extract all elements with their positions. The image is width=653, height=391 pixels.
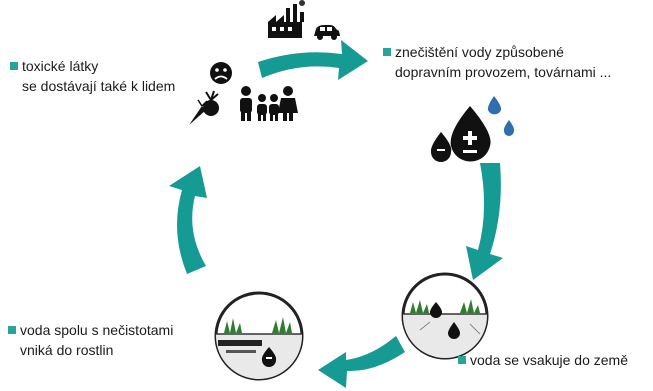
oil-drop-icon <box>450 106 491 162</box>
family-icon <box>240 86 298 121</box>
step-text: toxické látky <box>22 58 99 74</box>
oil-drop-icon <box>430 132 452 162</box>
bullet-icon <box>8 326 16 334</box>
step-text: voda spolu s nečistotami <box>20 322 174 338</box>
vegetables-icon <box>189 90 219 125</box>
step-label-pollution: znečištění vody způsobené dopravním prov… <box>383 42 611 82</box>
bullet-icon <box>458 356 466 364</box>
step-text: se dostávají také k lidem <box>22 78 176 94</box>
step-text: dopravním provozem, továrnami ... <box>395 64 612 80</box>
factory-icon <box>268 0 305 38</box>
step-label-soak: voda se vsakuje do země <box>458 350 628 370</box>
step-text: voda se vsakuje do země <box>470 352 628 368</box>
step-label-plants: voda spolu s nečistotami vniká do rostli… <box>8 320 173 360</box>
plant-soil-crosssection-icon <box>214 291 304 381</box>
soil-crosssection-icon <box>401 272 489 360</box>
sad-face-icon <box>210 62 232 84</box>
step-label-people: toxické látky se dostávají také k lidem <box>10 56 175 96</box>
step-text: vniká do rostlin <box>20 342 114 358</box>
car-icon <box>314 25 340 40</box>
bullet-icon <box>10 62 18 70</box>
arrow-top <box>258 40 368 80</box>
arrow-right <box>466 163 503 280</box>
arrow-left <box>169 166 207 274</box>
arrow-bottom <box>318 336 405 388</box>
bullet-icon <box>383 48 391 56</box>
step-text: znečištění vody způsobené <box>395 44 564 60</box>
water-drop-icon <box>487 96 515 136</box>
